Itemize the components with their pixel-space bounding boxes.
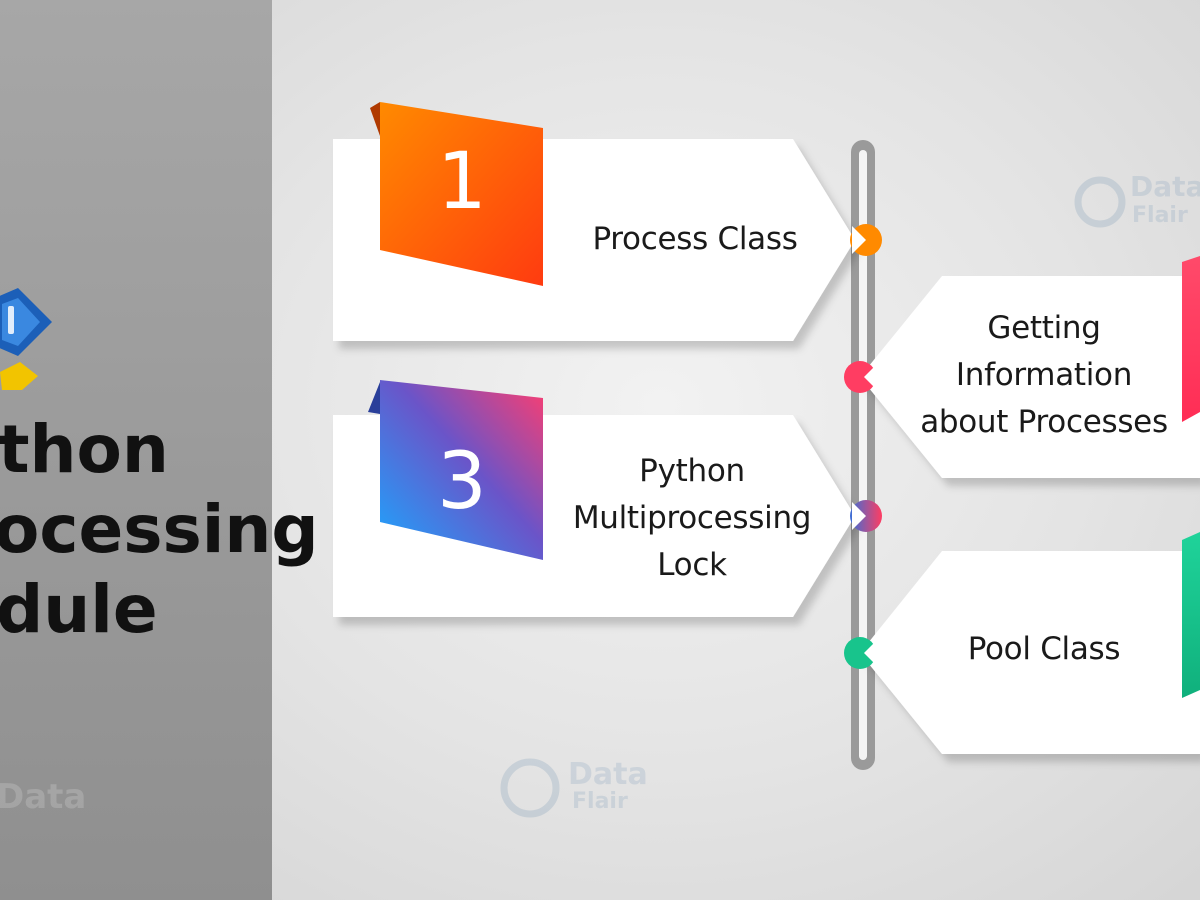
step-badge-4 xyxy=(1182,532,1200,698)
step-number-3: 3 xyxy=(437,437,487,527)
svg-text:Flair: Flair xyxy=(572,789,628,814)
watermark-dataflair-right: Data Flair xyxy=(1074,170,1200,228)
step-card-4 xyxy=(860,551,1200,754)
step-badge-2 xyxy=(1182,256,1200,422)
step-badge-3: 3 xyxy=(368,380,543,560)
title-line-3: dule xyxy=(0,571,158,648)
step-badge-1: 1 xyxy=(370,102,543,286)
timeline-dot-2 xyxy=(844,361,878,393)
svg-text:Data: Data xyxy=(1130,170,1200,203)
step-label-2: Getting Information about Processes xyxy=(920,310,1168,440)
svg-text:Flair: Flair xyxy=(1132,203,1188,228)
step-card-2 xyxy=(860,276,1200,478)
step-label-3: Python Multiprocessing Lock xyxy=(572,453,812,583)
left-title-panel: Data xyxy=(0,0,272,900)
timeline-dot-4 xyxy=(844,637,878,669)
watermark-dataflair-bottom: Data Flair xyxy=(500,757,648,818)
timeline-dot-3 xyxy=(850,500,882,532)
timeline-dot-1 xyxy=(850,224,882,256)
watermark-left: Data xyxy=(0,777,87,817)
step-label-4: Pool Class xyxy=(967,631,1121,667)
dataflair-logo-icon xyxy=(0,288,52,390)
svg-text:Data: Data xyxy=(568,757,648,792)
step-number-1: 1 xyxy=(437,137,487,227)
title-line-1: thon xyxy=(0,411,169,488)
title-line-2: ocessing xyxy=(0,491,319,568)
step-label-1: Process Class xyxy=(592,221,798,257)
